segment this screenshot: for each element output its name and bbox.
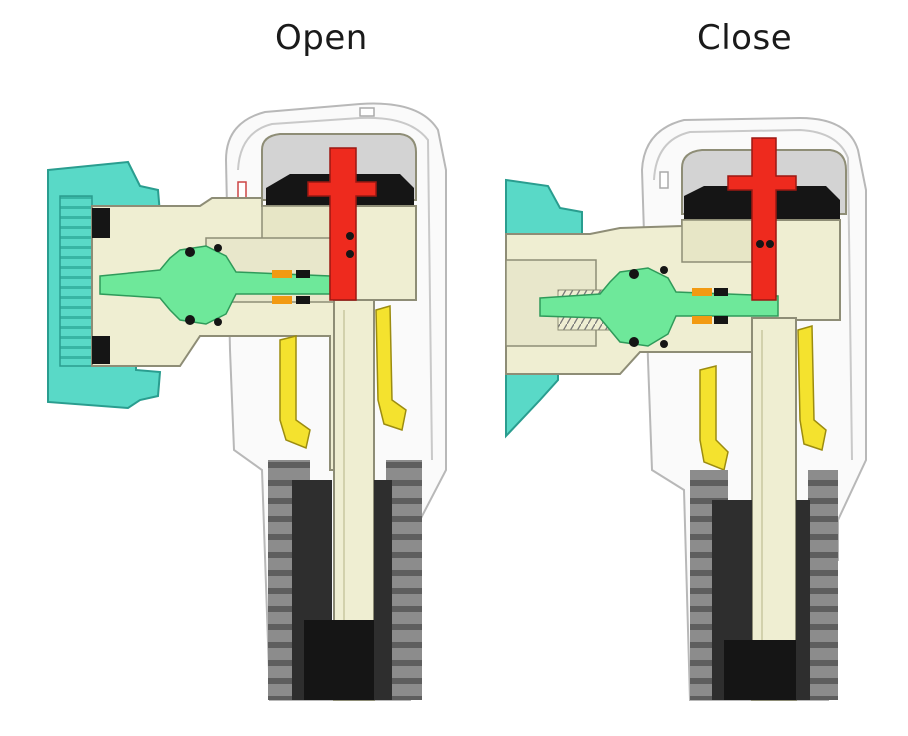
- piston-icon: [539, 266, 779, 348]
- valve-cross-section-open-icon: [47, 102, 447, 701]
- hose-icon: [268, 460, 422, 700]
- label-close: Close: [697, 18, 793, 58]
- label-open: Open: [275, 18, 368, 58]
- valve-cross-section-closed-icon: [505, 116, 867, 701]
- hose-icon: [690, 470, 838, 700]
- stem-icon: [307, 147, 377, 301]
- stem-icon: [727, 137, 797, 301]
